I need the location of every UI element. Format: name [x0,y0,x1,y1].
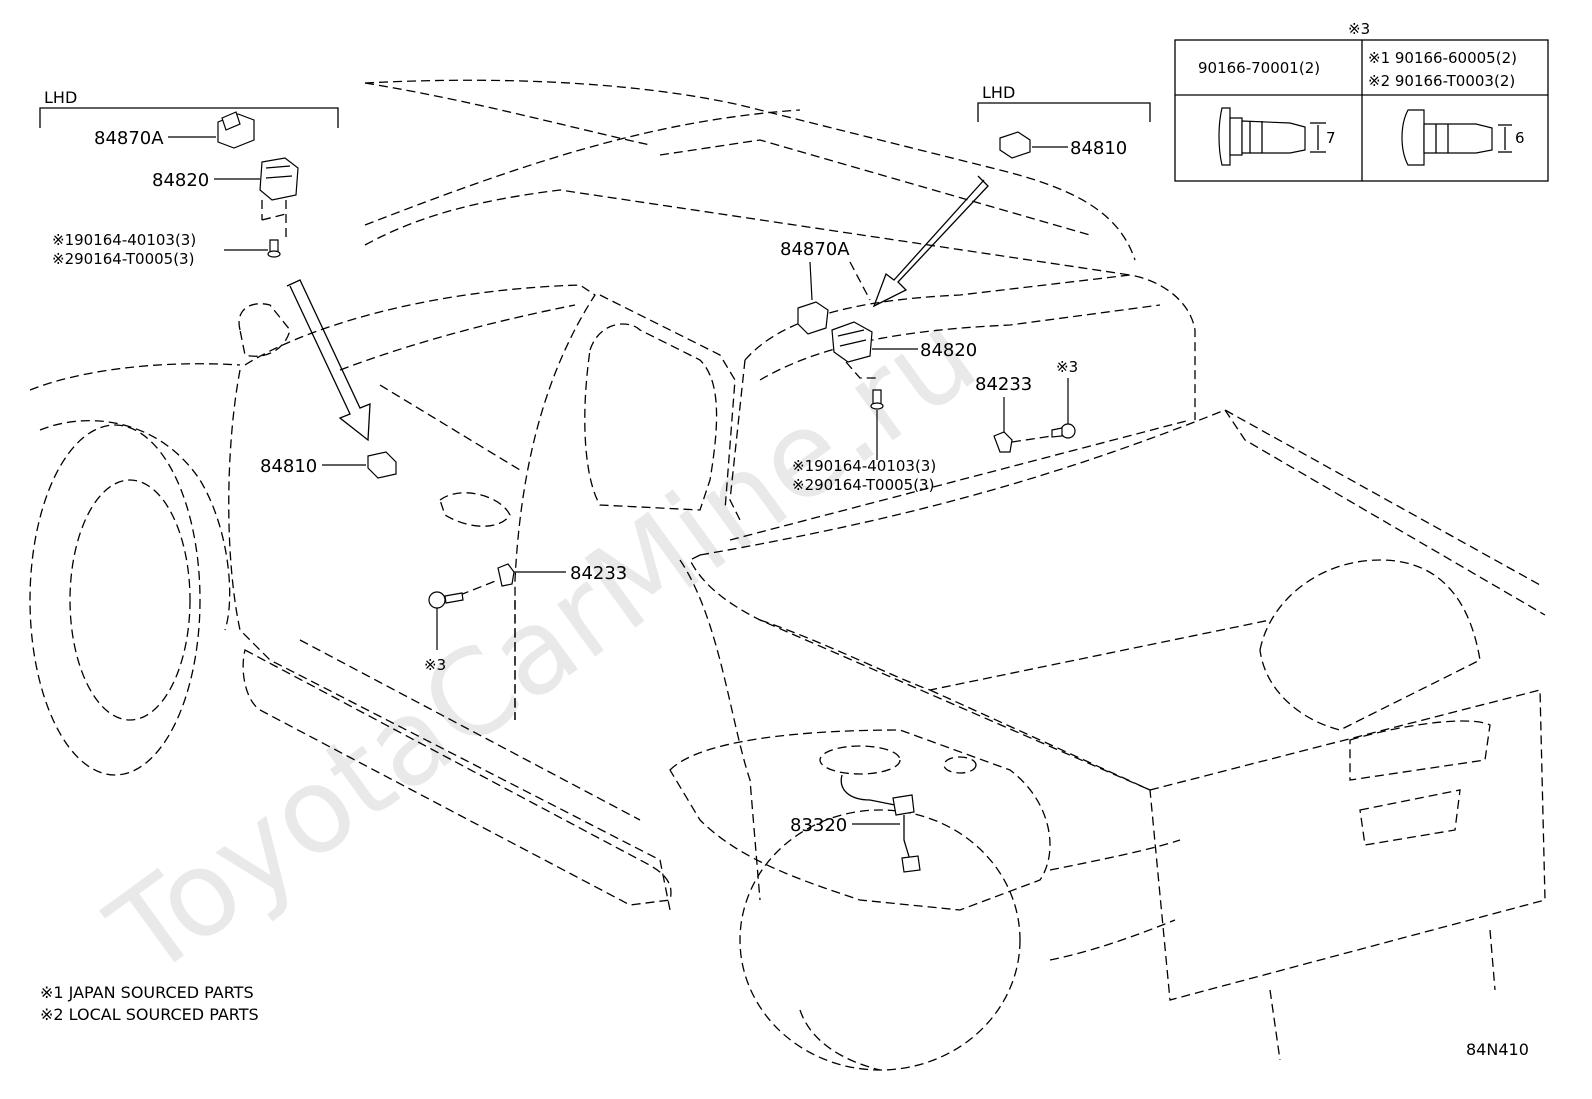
fastener-col2-dim: 6 [1515,129,1525,147]
lhd-left-header: LHD [44,88,77,107]
arrow-to-window-icon [872,175,989,308]
label-84870a-left: 84870A [94,128,164,149]
part-84810-door-icon [367,451,397,479]
label-bolt2-main: ※290164-T0005(3) [792,476,934,494]
label-bolt1-left: ※190164-40103(3) [52,231,196,249]
label-84870a-main: 84870A [780,239,850,260]
fastener-col1-dim: 7 [1326,129,1336,147]
screw-6mm-icon [1401,109,1512,166]
lhd-group-right: LHD 84810 [977,83,1151,159]
label-84233-lower: 84233 [570,563,627,584]
part-84820-icon [259,157,299,201]
label-84820-left: 84820 [152,170,209,191]
arrow-to-door-icon [286,279,371,442]
screw-main-icon [870,389,884,410]
part-84820-main-icon [831,321,873,363]
diagram-code: 84N410 [1466,1040,1529,1059]
fastener-table-title: ※3 [1348,20,1370,38]
fastener-col2-header-2: ※2 90166-T0003(2) [1368,72,1515,90]
fastener-table: ※3 90166-70001(2) ※1 90166-60005(2) ※2 9… [1174,20,1549,182]
part-84233-lower-icon [497,563,515,587]
label-84810-door: 84810 [260,456,317,477]
label-83320: 83320 [790,815,847,836]
label-ref3-upper: ※3 [1056,358,1078,376]
lhd-right-header: LHD [982,83,1015,102]
part-83320-icon [840,774,921,873]
label-84820-main: 84820 [920,340,977,361]
watermark: ToyotaCarMine.ru [85,285,1001,1003]
fastener-col1-header: 90166-70001(2) [1198,59,1320,77]
label-bolt2-left: ※290164-T0005(3) [52,250,194,268]
part-84810-lhd-icon [999,131,1031,159]
screw-3-lower-icon [428,591,464,609]
label-ref3-lower: ※3 [424,656,446,674]
footnote-local: ※2 LOCAL SOURCED PARTS [40,1005,259,1024]
screw-7mm-icon [1218,107,1326,166]
part-84870a-main-icon [797,301,829,335]
lhd-group-left: LHD 84870A 84820 ※190164-40103(3) ※29016… [39,88,339,268]
truck-outline [29,79,1546,1071]
label-84233-upper: 84233 [975,374,1032,395]
part-84233-upper-icon [993,431,1013,453]
footnote-japan: ※1 JAPAN SOURCED PARTS [40,983,254,1002]
screw-icon-left [267,239,281,258]
fastener-col2-header-1: ※1 90166-60005(2) [1368,49,1517,67]
label-bolt1-main: ※190164-40103(3) [792,457,936,475]
screw-3-upper-icon [1051,423,1076,439]
part-84870a-icon [217,111,255,149]
label-84810-lhd: 84810 [1070,138,1127,159]
